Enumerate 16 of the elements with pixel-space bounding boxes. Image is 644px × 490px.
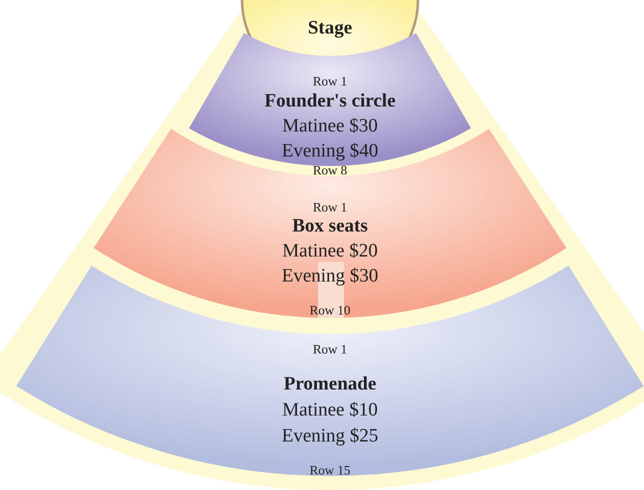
price-text: Evening $25 bbox=[282, 426, 378, 446]
row-label: Row 8 bbox=[312, 164, 348, 176]
section-name: Box seats bbox=[292, 216, 368, 236]
row-label: Row 1 bbox=[312, 200, 348, 214]
stage-label: Stage bbox=[308, 18, 352, 38]
section-name: Founder's circle bbox=[264, 92, 396, 110]
row-label: Row 1 bbox=[312, 74, 348, 88]
price-text: Matinee $30 bbox=[282, 116, 378, 136]
price-text: Matinee $20 bbox=[282, 242, 378, 260]
row-label: Row 15 bbox=[310, 464, 350, 476]
price-text: Matinee $10 bbox=[282, 400, 378, 420]
row-label: Row 1 bbox=[312, 342, 348, 356]
price-text: Evening $40 bbox=[282, 142, 378, 160]
section-name: Promenade bbox=[284, 374, 376, 394]
price-text: Evening $30 bbox=[282, 266, 378, 286]
row-label: Row 10 bbox=[310, 304, 350, 316]
